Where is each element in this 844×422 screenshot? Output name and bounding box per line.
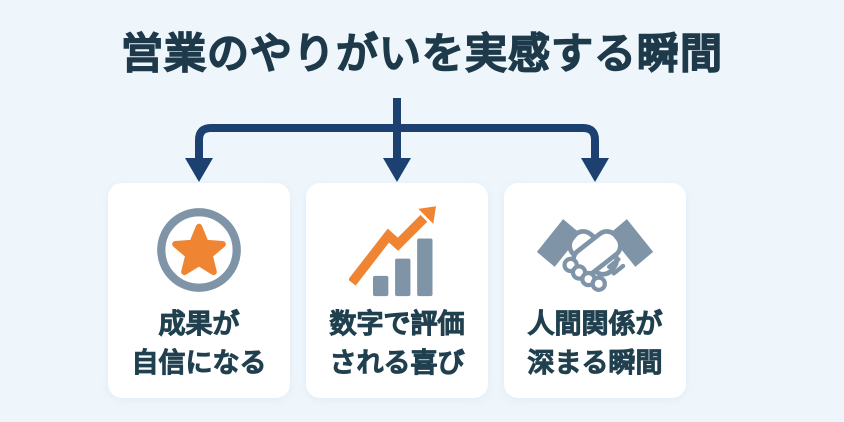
card-relationships-label: 人間関係が 深まる瞬間 — [527, 305, 663, 383]
card-numbers-label: 数字で評価 される喜び — [329, 305, 465, 383]
card-numbers-line2: される喜び — [329, 348, 465, 380]
card-numbers-line1: 数字で評価 — [329, 309, 465, 341]
card-results-label: 成果が 自信になる — [131, 305, 267, 383]
star-badge-icon — [153, 197, 245, 303]
card-relationships: 人間関係が 深まる瞬間 — [504, 183, 686, 398]
handshake-icon — [534, 197, 656, 303]
card-results-line2: 自信になる — [131, 348, 267, 380]
card-results-line1: 成果が — [158, 309, 240, 341]
branch-arrows — [185, 98, 609, 182]
card-relationships-line2: 深まる瞬間 — [527, 348, 663, 380]
growth-chart-icon — [349, 197, 445, 303]
card-numbers: 数字で評価 される喜び — [306, 183, 488, 398]
page-title: 営業のやりがいを実感する瞬間 — [120, 28, 723, 78]
card-relationships-line1: 人間関係が — [527, 309, 663, 341]
card-results: 成果が 自信になる — [108, 183, 290, 398]
